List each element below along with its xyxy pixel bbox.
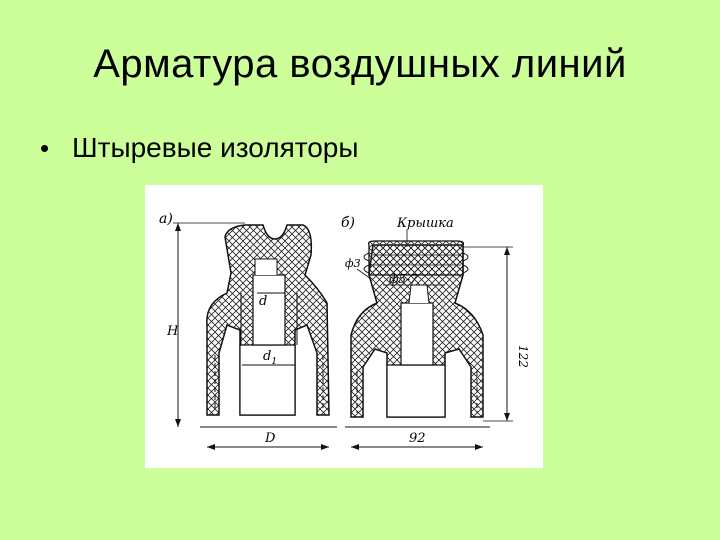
insulator-drawing-svg: а) H d d1 D <box>159 211 530 450</box>
slide-title: Арматура воздушных линий <box>93 42 627 86</box>
insulator-drawing: а) H d d1 D <box>145 185 543 468</box>
insulator-a <box>173 222 337 450</box>
dim-d-label: d <box>259 294 267 309</box>
bullet-text: Штыревые изоляторы <box>72 132 359 163</box>
dim-122-label: 122 <box>516 345 530 368</box>
cap-label: Крышка <box>396 216 454 231</box>
panel-a-label: а) <box>159 211 173 227</box>
insulator-b <box>345 229 513 450</box>
panel-b-label: б) <box>341 215 355 231</box>
insulator-b-cap <box>367 240 465 276</box>
dim-d1-label: d1 <box>263 349 277 367</box>
dim-big-d-label: D <box>264 431 276 446</box>
bullet-item: • Штыревые изоляторы <box>40 132 359 164</box>
dim-92-label: 92 <box>409 431 426 446</box>
dim-f5-7-label: ф5-7 <box>389 272 418 286</box>
bullet-dot-icon: • <box>40 132 50 163</box>
dim-h-label: H <box>166 324 179 339</box>
dim-f3-label: ф3 <box>345 257 361 270</box>
